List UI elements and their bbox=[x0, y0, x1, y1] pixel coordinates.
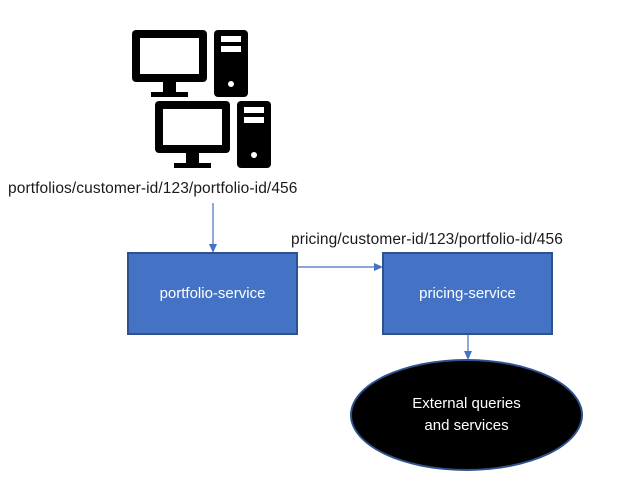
pricing-service-label: pricing-service bbox=[419, 285, 516, 302]
desktop-computer-icon bbox=[132, 30, 248, 97]
arrow-portfolio-to-pricing-service bbox=[297, 263, 383, 271]
portfolio-service-node[interactable]: portfolio-service bbox=[127, 252, 298, 335]
external-queries-node[interactable]: External queries and services bbox=[350, 359, 583, 471]
arrow-pricing-to-external bbox=[464, 334, 472, 360]
portfolio-service-label: portfolio-service bbox=[159, 285, 266, 302]
external-label-line1: External queries bbox=[412, 395, 521, 412]
desktop-computer-icon bbox=[155, 101, 271, 168]
client-request-label: portfolios/customer-id/123/portfolio-id/… bbox=[8, 180, 298, 197]
service-request-label: pricing/customer-id/123/portfolio-id/456 bbox=[291, 231, 563, 248]
external-label-line2: and services bbox=[424, 417, 509, 434]
arrow-clients-to-portfolio-service bbox=[209, 203, 217, 253]
pricing-service-node[interactable]: pricing-service bbox=[382, 252, 553, 335]
